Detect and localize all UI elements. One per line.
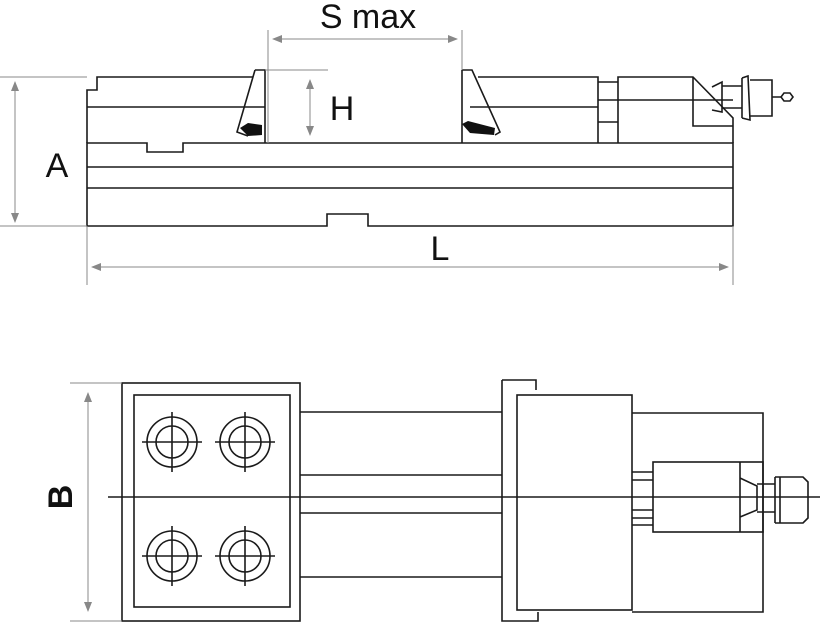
screw-knob — [757, 476, 809, 524]
smax-label: S max — [320, 0, 416, 36]
fixed-jaw-body — [86, 76, 253, 143]
base-body — [86, 142, 734, 227]
jaw-insert-right — [462, 121, 495, 135]
movable-jaw-top — [516, 394, 633, 611]
l-label: L — [431, 230, 450, 268]
jaw-insert-left — [240, 123, 262, 136]
spindle-housing-top — [632, 412, 764, 613]
bolt-hole-icon — [142, 526, 202, 586]
h-label: H — [330, 90, 355, 128]
guide-rails — [300, 411, 502, 578]
bolt-hole-icon — [215, 526, 275, 586]
hex-nut-icon — [780, 92, 794, 102]
screw-end — [711, 74, 782, 122]
movable-jaw-flange — [501, 379, 539, 622]
b-label: B — [42, 485, 80, 510]
top-view: B — [42, 379, 820, 622]
a-label: A — [46, 147, 69, 185]
movable-body — [470, 76, 599, 143]
bolt-hole-icon — [215, 412, 275, 472]
spindle-housing — [598, 76, 734, 143]
movable-jaw — [461, 69, 502, 143]
bolt-hole-icon — [142, 412, 202, 472]
bolt-holes — [142, 412, 275, 586]
fixed-jaw-plate — [121, 382, 301, 622]
side-view: S max H A L — [0, 0, 794, 285]
